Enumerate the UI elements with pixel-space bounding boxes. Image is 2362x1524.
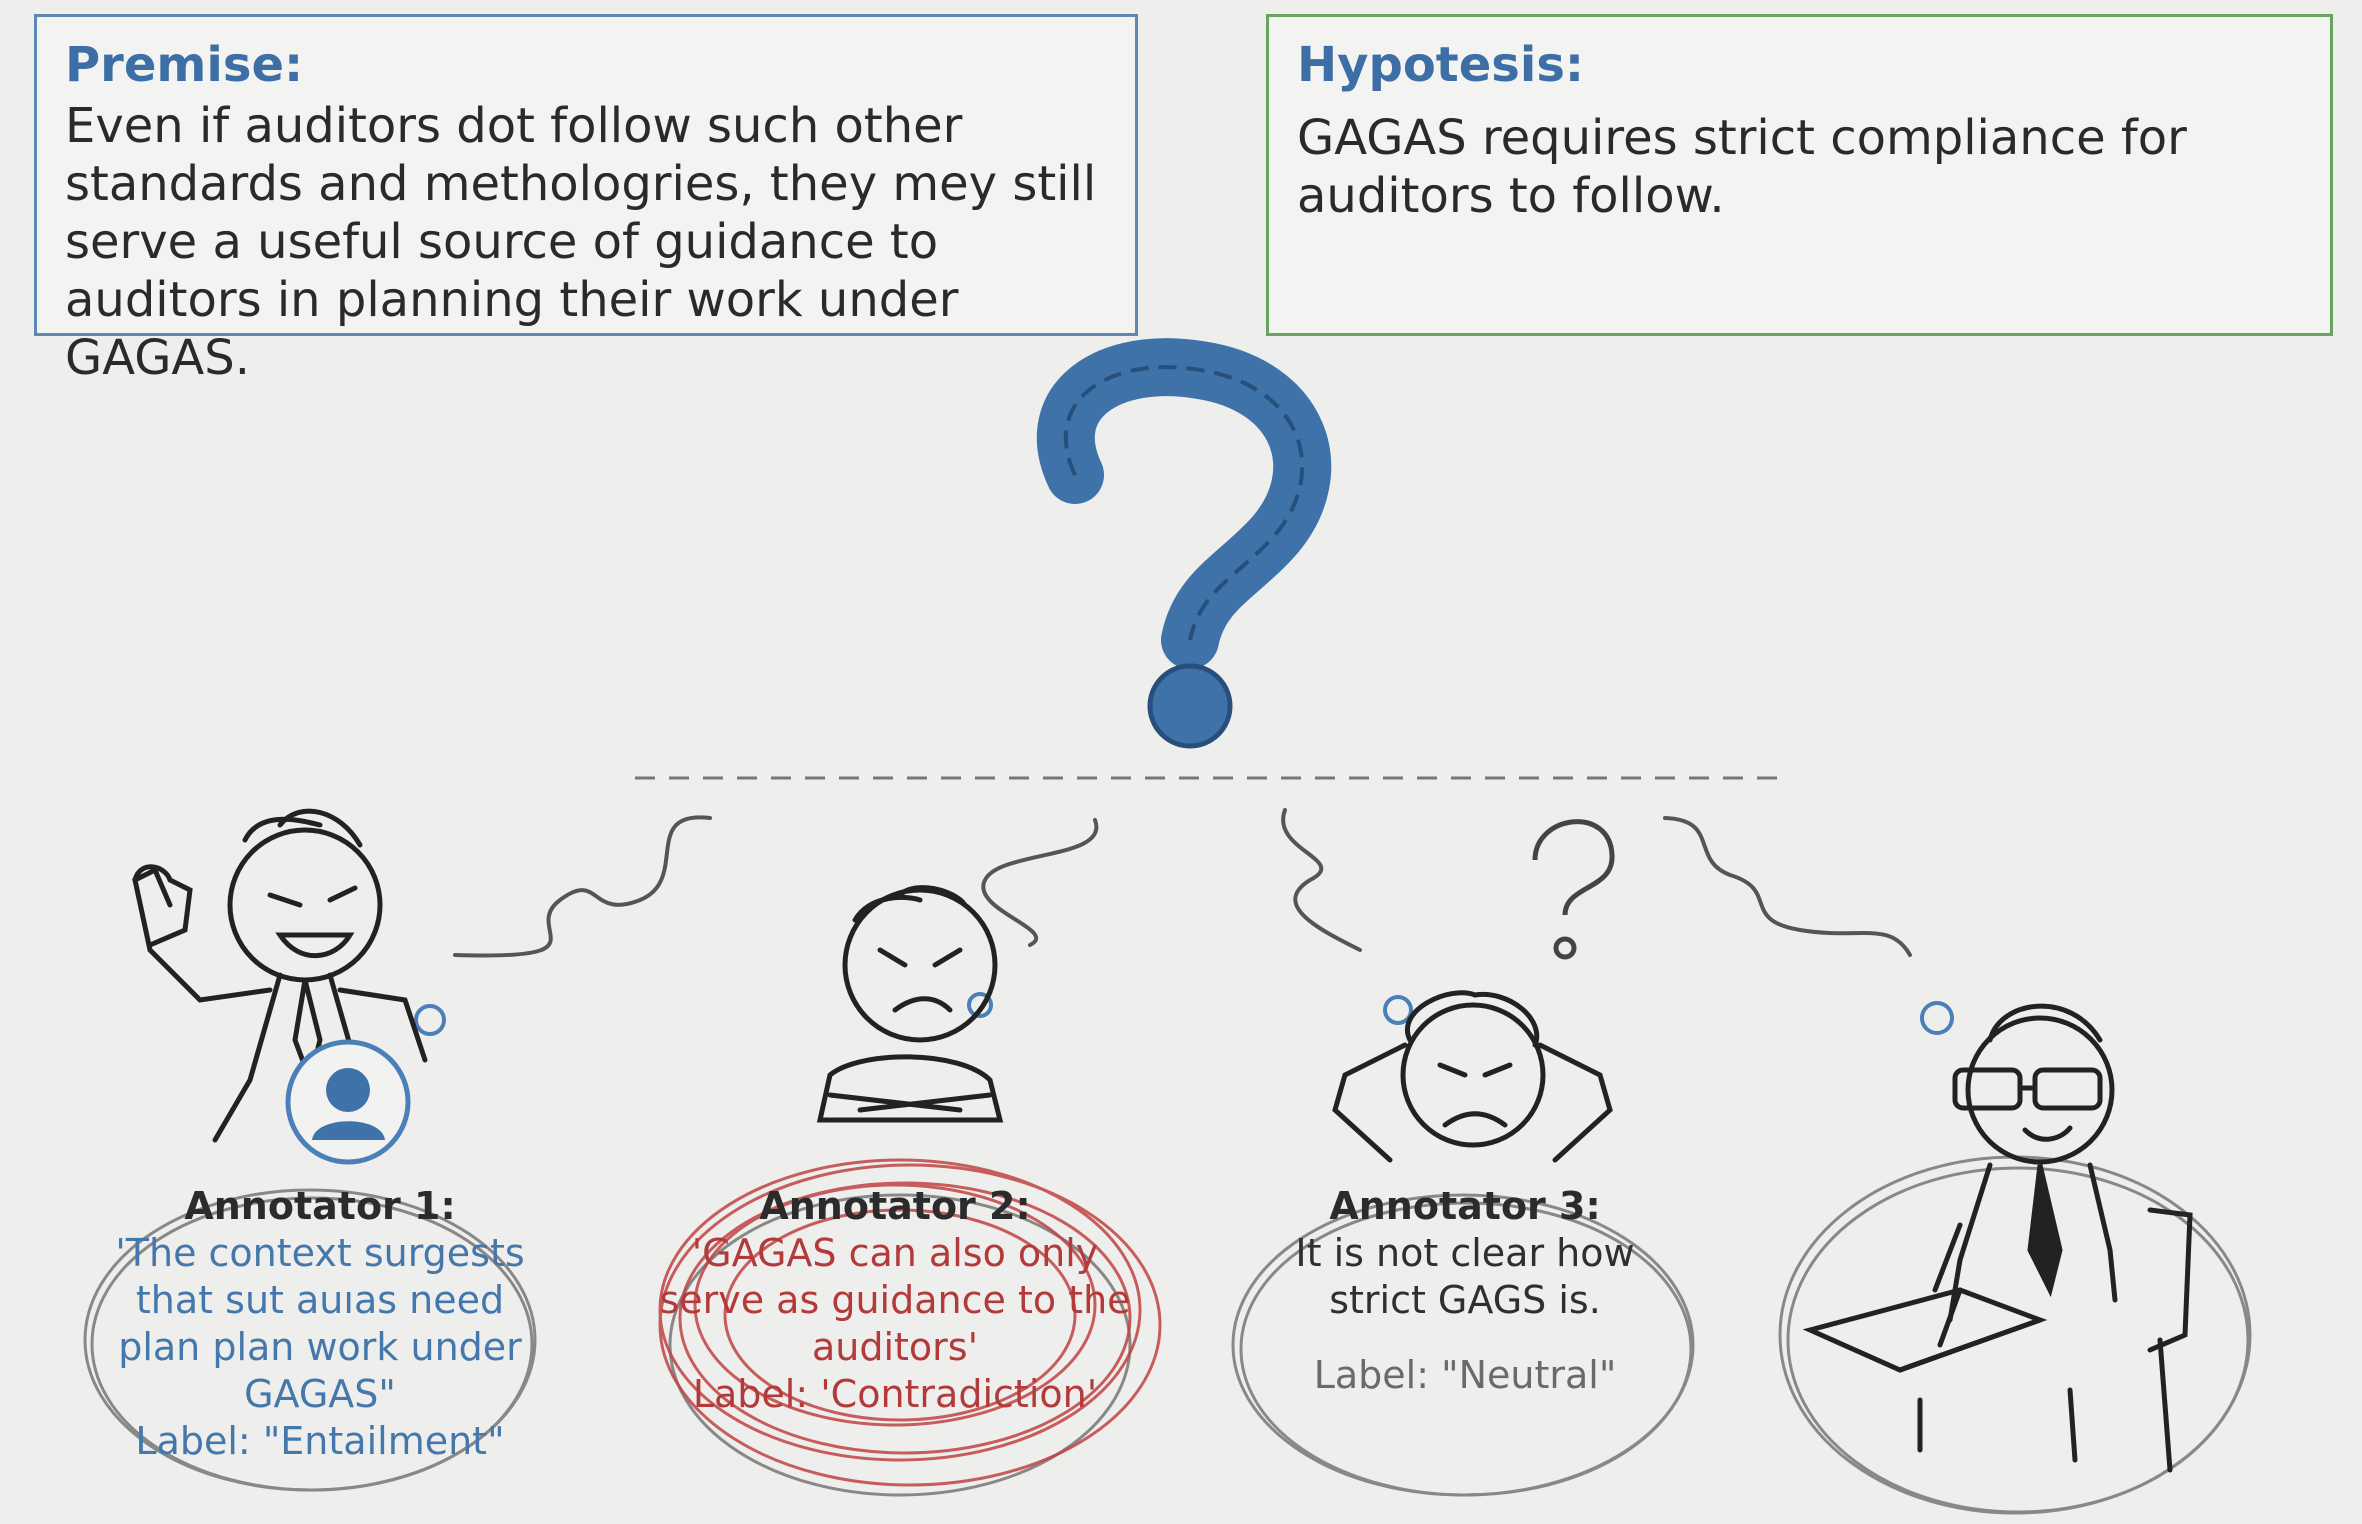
thought-lines [453, 808, 1912, 958]
annotator-3-card: Annotator 3: It is not clear how strict … [1245, 1183, 1685, 1399]
annotator-1-comment: 'The context surgests that sut auıas nee… [115, 1231, 525, 1416]
annotator-4-figure [1802, 1003, 2193, 1473]
annotator-2-comment: 'GAGAS can also only serve as guidance t… [659, 1231, 1131, 1369]
annotator-3-figure [1332, 990, 1613, 1163]
hypothesis-title: Hypotesis: [1297, 37, 1585, 93]
small-question-mark-icon [1532, 819, 1615, 960]
thought-circles [414, 992, 1954, 1036]
annotator-2-card: Annotator 2: 'GAGAS can also only serve … [650, 1183, 1140, 1418]
annotator-2-figure [816, 885, 1004, 1123]
annotator-2-name: Annotator 2: [759, 1184, 1031, 1228]
annotator-1-figure [132, 808, 428, 1143]
red-scribble [658, 1158, 1162, 1487]
premise-text: Even if auditors dot follow such other s… [65, 98, 1097, 386]
annotator-1-card: Annotator 1: 'The context surgests that … [90, 1183, 550, 1465]
annotator-3-name: Annotator 3: [1329, 1184, 1601, 1228]
annotator-3-comment: It is not clear how strict GAGS is. [1295, 1231, 1635, 1322]
premise-title: Premise: [65, 37, 304, 93]
premise-box: Premise: Even if auditors dot follow suc… [34, 14, 1138, 386]
user-avatar-icon [285, 1039, 411, 1165]
annotator-1-name: Annotator 1: [184, 1184, 456, 1228]
annotator-3-label: Label: "Neutral" [1313, 1353, 1617, 1397]
annotator-2-label: Label: 'Contradiction' [692, 1372, 1098, 1416]
hypothesis-box: Hypotesis: GAGAS requires strict complia… [1266, 14, 2333, 336]
annotator-bubbles [83, 1155, 2252, 1515]
annotator-1-label: Label: "Entailment" [135, 1419, 505, 1463]
hypothesis-text: GAGAS requires strict compliance for aud… [1297, 110, 2187, 224]
question-mark-icon [1036, 338, 1332, 749]
